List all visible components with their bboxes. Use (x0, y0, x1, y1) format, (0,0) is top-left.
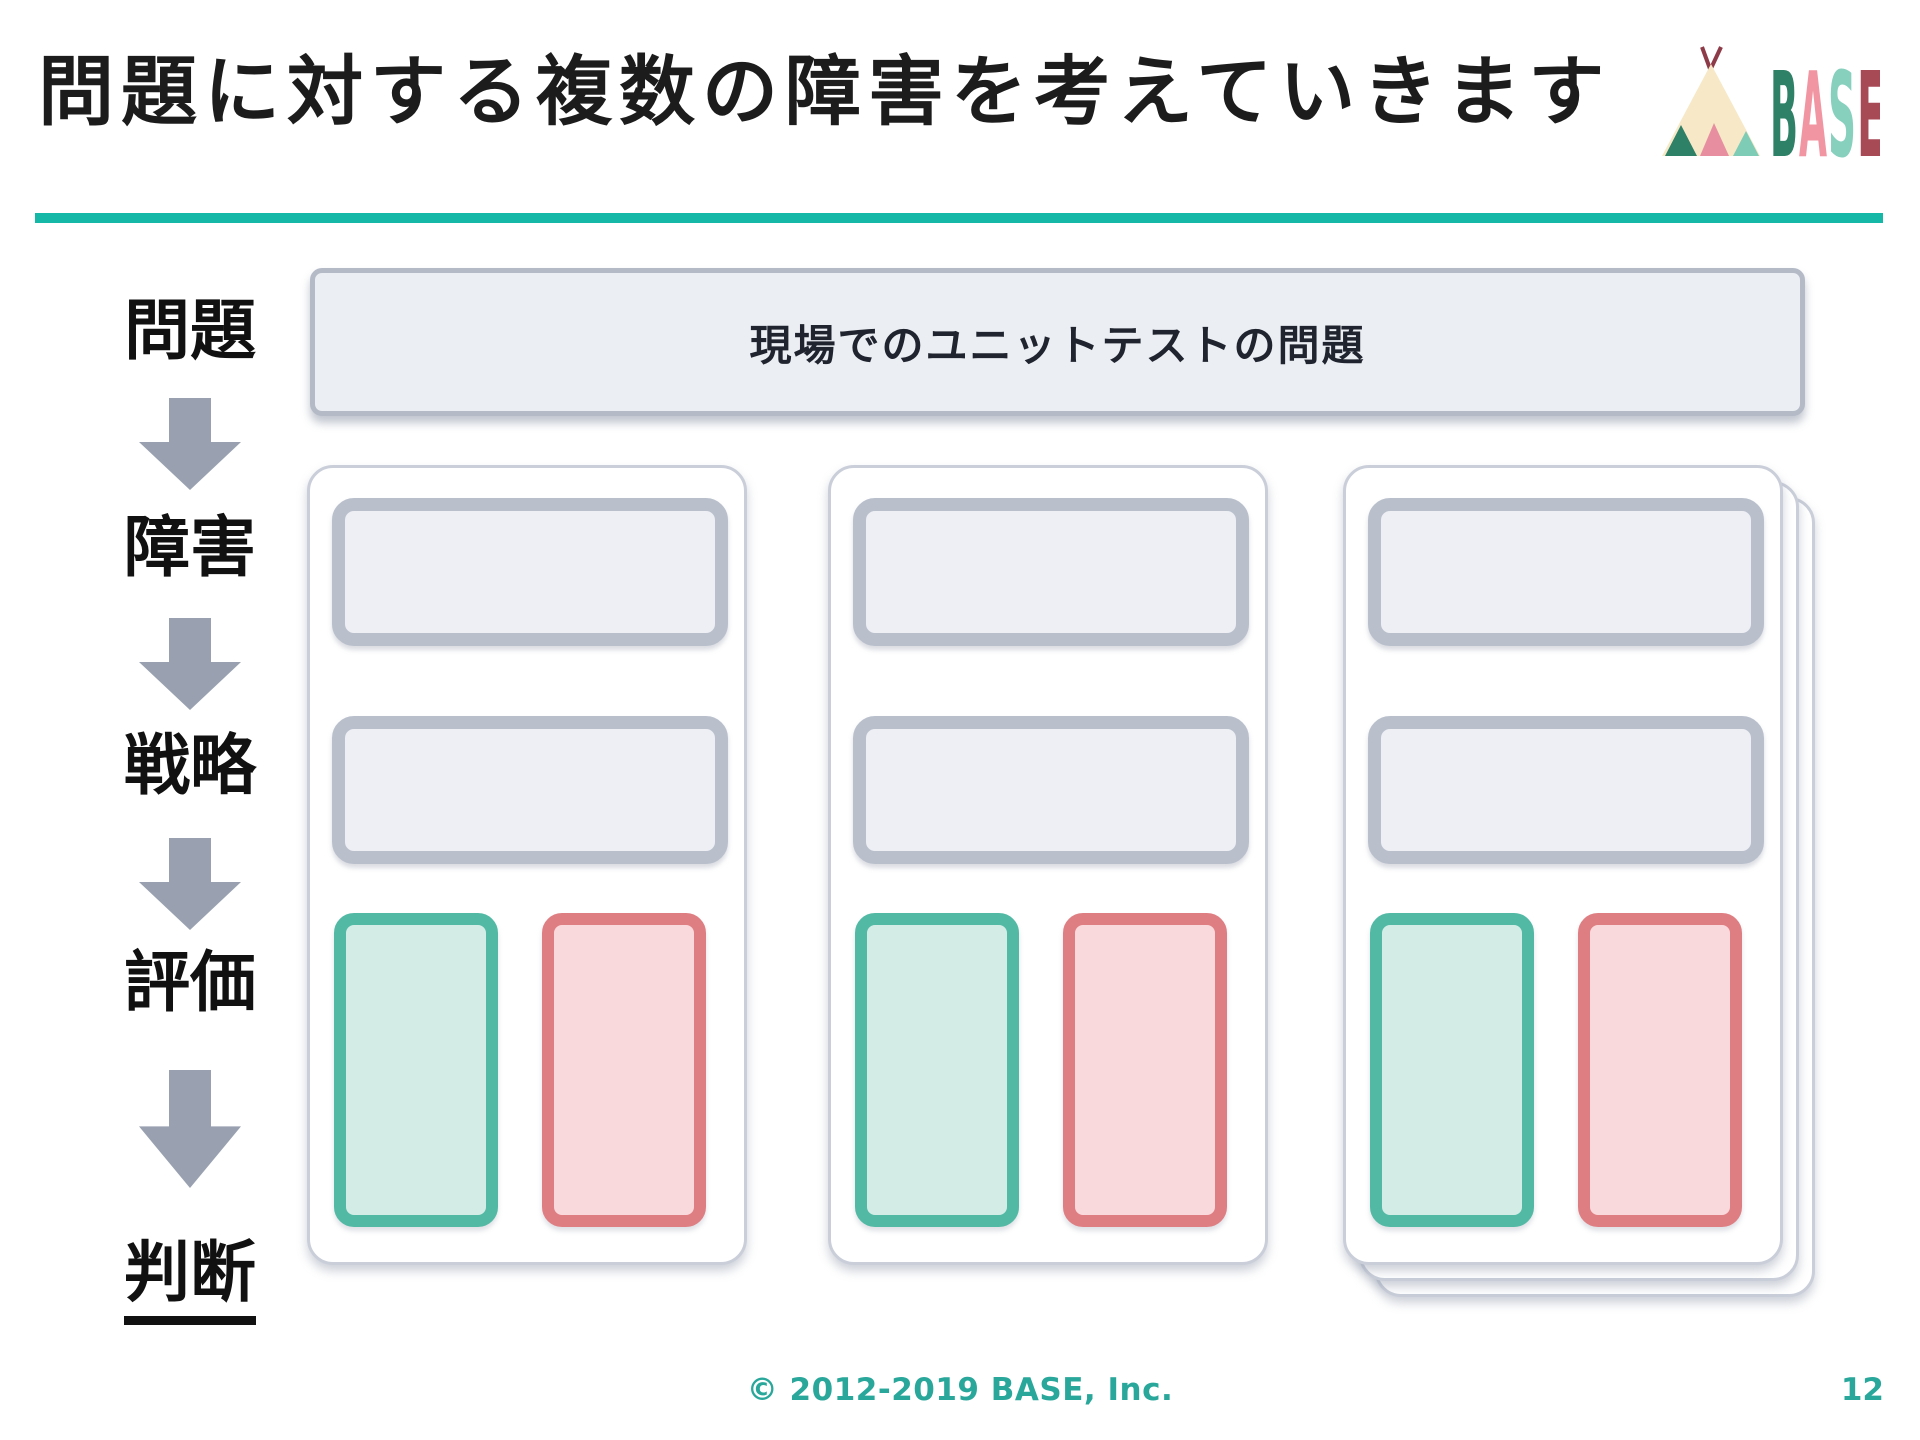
flow-step-strategy: 戦略 (124, 727, 256, 804)
problem-box: 現場でのユニットテストの問題 (310, 268, 1805, 416)
evaluation-positive-box (855, 913, 1019, 1227)
page-number: 12 (1840, 1372, 1884, 1408)
copyright: © 2012-2019 BASE, Inc. (746, 1372, 1174, 1408)
obstacle-card (307, 465, 747, 1265)
problem-box-label: 現場でのユニットテストの問題 (749, 320, 1366, 370)
obstacle-card (828, 465, 1268, 1265)
evaluation-negative-box (1578, 913, 1742, 1227)
page-title: 問題に対する複数の障害を考えていきます (38, 47, 1612, 136)
down-arrow-icon (138, 838, 242, 930)
down-arrow-icon (138, 1070, 242, 1188)
flow-step-judgement: 判断 (35, 1234, 345, 1325)
flow-step-evaluation: 評価 (124, 944, 256, 1021)
down-arrow-icon (138, 398, 242, 490)
placeholder-bar-strategy (1368, 716, 1764, 864)
base-logo: B A S E (1650, 44, 1885, 184)
logo-letter-s: S (1828, 46, 1856, 159)
logo-letter-a: A (1799, 46, 1827, 159)
evaluation-positive-box (334, 913, 498, 1227)
down-arrow-icon (138, 618, 242, 710)
obstacle-card-stacked (1343, 465, 1783, 1265)
placeholder-bar-obstacle (1368, 498, 1764, 646)
tent-icon: B A S E (1662, 46, 1885, 184)
logo-letter-b: B (1770, 46, 1798, 159)
logo-letter-e: E (1857, 46, 1880, 159)
title-divider (35, 213, 1883, 223)
placeholder-bar-strategy (853, 716, 1249, 864)
evaluation-negative-box (542, 913, 706, 1227)
placeholder-bar-obstacle (332, 498, 728, 646)
evaluation-positive-box (1370, 913, 1534, 1227)
flow-step-problem: 問題 (124, 292, 256, 369)
placeholder-bar-obstacle (853, 498, 1249, 646)
placeholder-bar-strategy (332, 716, 728, 864)
flow-step-obstacle: 障害 (124, 509, 256, 586)
evaluation-negative-box (1063, 913, 1227, 1227)
